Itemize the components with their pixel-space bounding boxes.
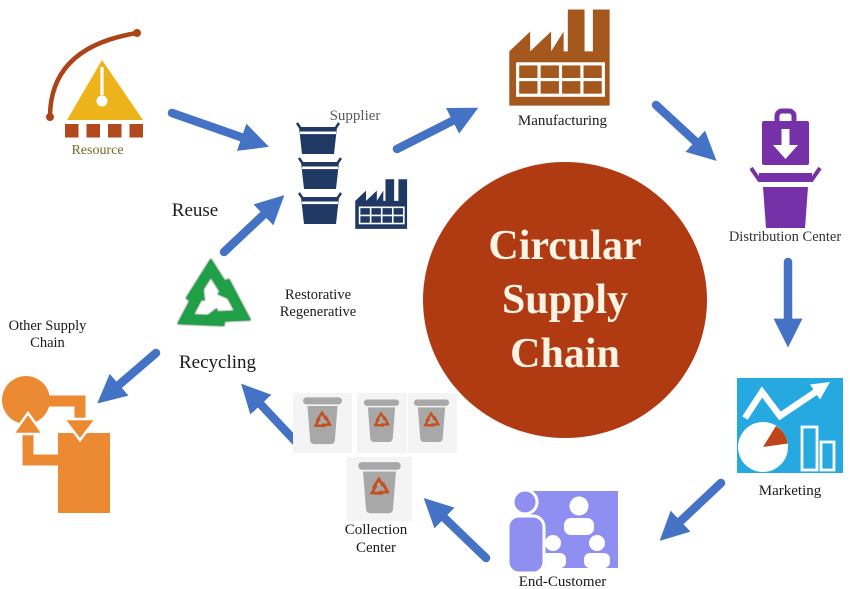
- other-supply-chain-label-line2: Chain: [30, 335, 65, 351]
- resource-node: [40, 25, 155, 143]
- arrow-manufacturing-to-distribution: [651, 100, 717, 161]
- arrow-marketing-to-end-customer: [659, 478, 726, 541]
- restorative-line2: Regenerative: [279, 304, 357, 320]
- recycling-node: [166, 258, 260, 344]
- analytics-charts-icon: [737, 378, 843, 473]
- other-supply-chain-node: [0, 372, 112, 520]
- recycle-bins-icon: [293, 393, 457, 521]
- center-circle: Circular Supply Chain: [423, 162, 707, 438]
- arrow-resource-to-supplier: [167, 108, 269, 151]
- resource-label: Resource: [71, 143, 124, 158]
- arrow-end-customer-to-collection: [423, 497, 491, 563]
- center-title-line-2: Supply: [501, 277, 629, 323]
- center-title-line-3: Chain: [510, 331, 620, 377]
- mining-resource-icon: [46, 29, 143, 138]
- end-customer-label: End-Customer: [518, 574, 607, 589]
- supplier-label: Supplier: [329, 108, 381, 124]
- collection-center-label-line1: Collection: [344, 522, 408, 538]
- supplier-node: [293, 118, 415, 233]
- collection-center-label: Collection Center: [330, 521, 422, 557]
- reuse-annotation: Reuse: [171, 200, 219, 221]
- recycle-arrows-icon: [166, 258, 260, 344]
- distribution-center-label: Distribution Center: [728, 229, 842, 245]
- recycling-label: Recycling: [178, 352, 257, 373]
- center-title-line-1: Circular: [488, 223, 642, 269]
- arrow-recycling-to-supplier: [219, 195, 285, 257]
- manufacturing-node: [503, 3, 618, 108]
- people-presentation-icon: [506, 488, 618, 573]
- other-supply-chain-label: Other Supply Chain: [0, 318, 95, 352]
- arrow-supplier-to-manufacturing: [392, 107, 479, 154]
- arrow-collection-to-recycling: [241, 383, 302, 448]
- restorative-line1: Restorative: [284, 287, 352, 303]
- end-customer-node: [500, 485, 620, 573]
- marketing-node: [737, 378, 843, 473]
- stacked-boxes-factory-icon: [295, 121, 408, 230]
- collection-center-label-line2: Center: [356, 540, 396, 556]
- package-unboxing-icon: [750, 108, 822, 228]
- collection-center-node: [290, 388, 460, 523]
- restorative-regenerative-annotation: Restorative Regenerative: [263, 287, 373, 321]
- distribution-center-node: [750, 108, 822, 230]
- circular-flow-icon: [2, 376, 110, 513]
- marketing-label: Marketing: [758, 483, 822, 499]
- arrow-recycling-to-other-chain: [97, 348, 161, 404]
- manufacturing-label: Manufacturing: [517, 113, 608, 129]
- factory-icon: [507, 7, 612, 108]
- other-supply-chain-label-line1: Other Supply: [8, 318, 87, 334]
